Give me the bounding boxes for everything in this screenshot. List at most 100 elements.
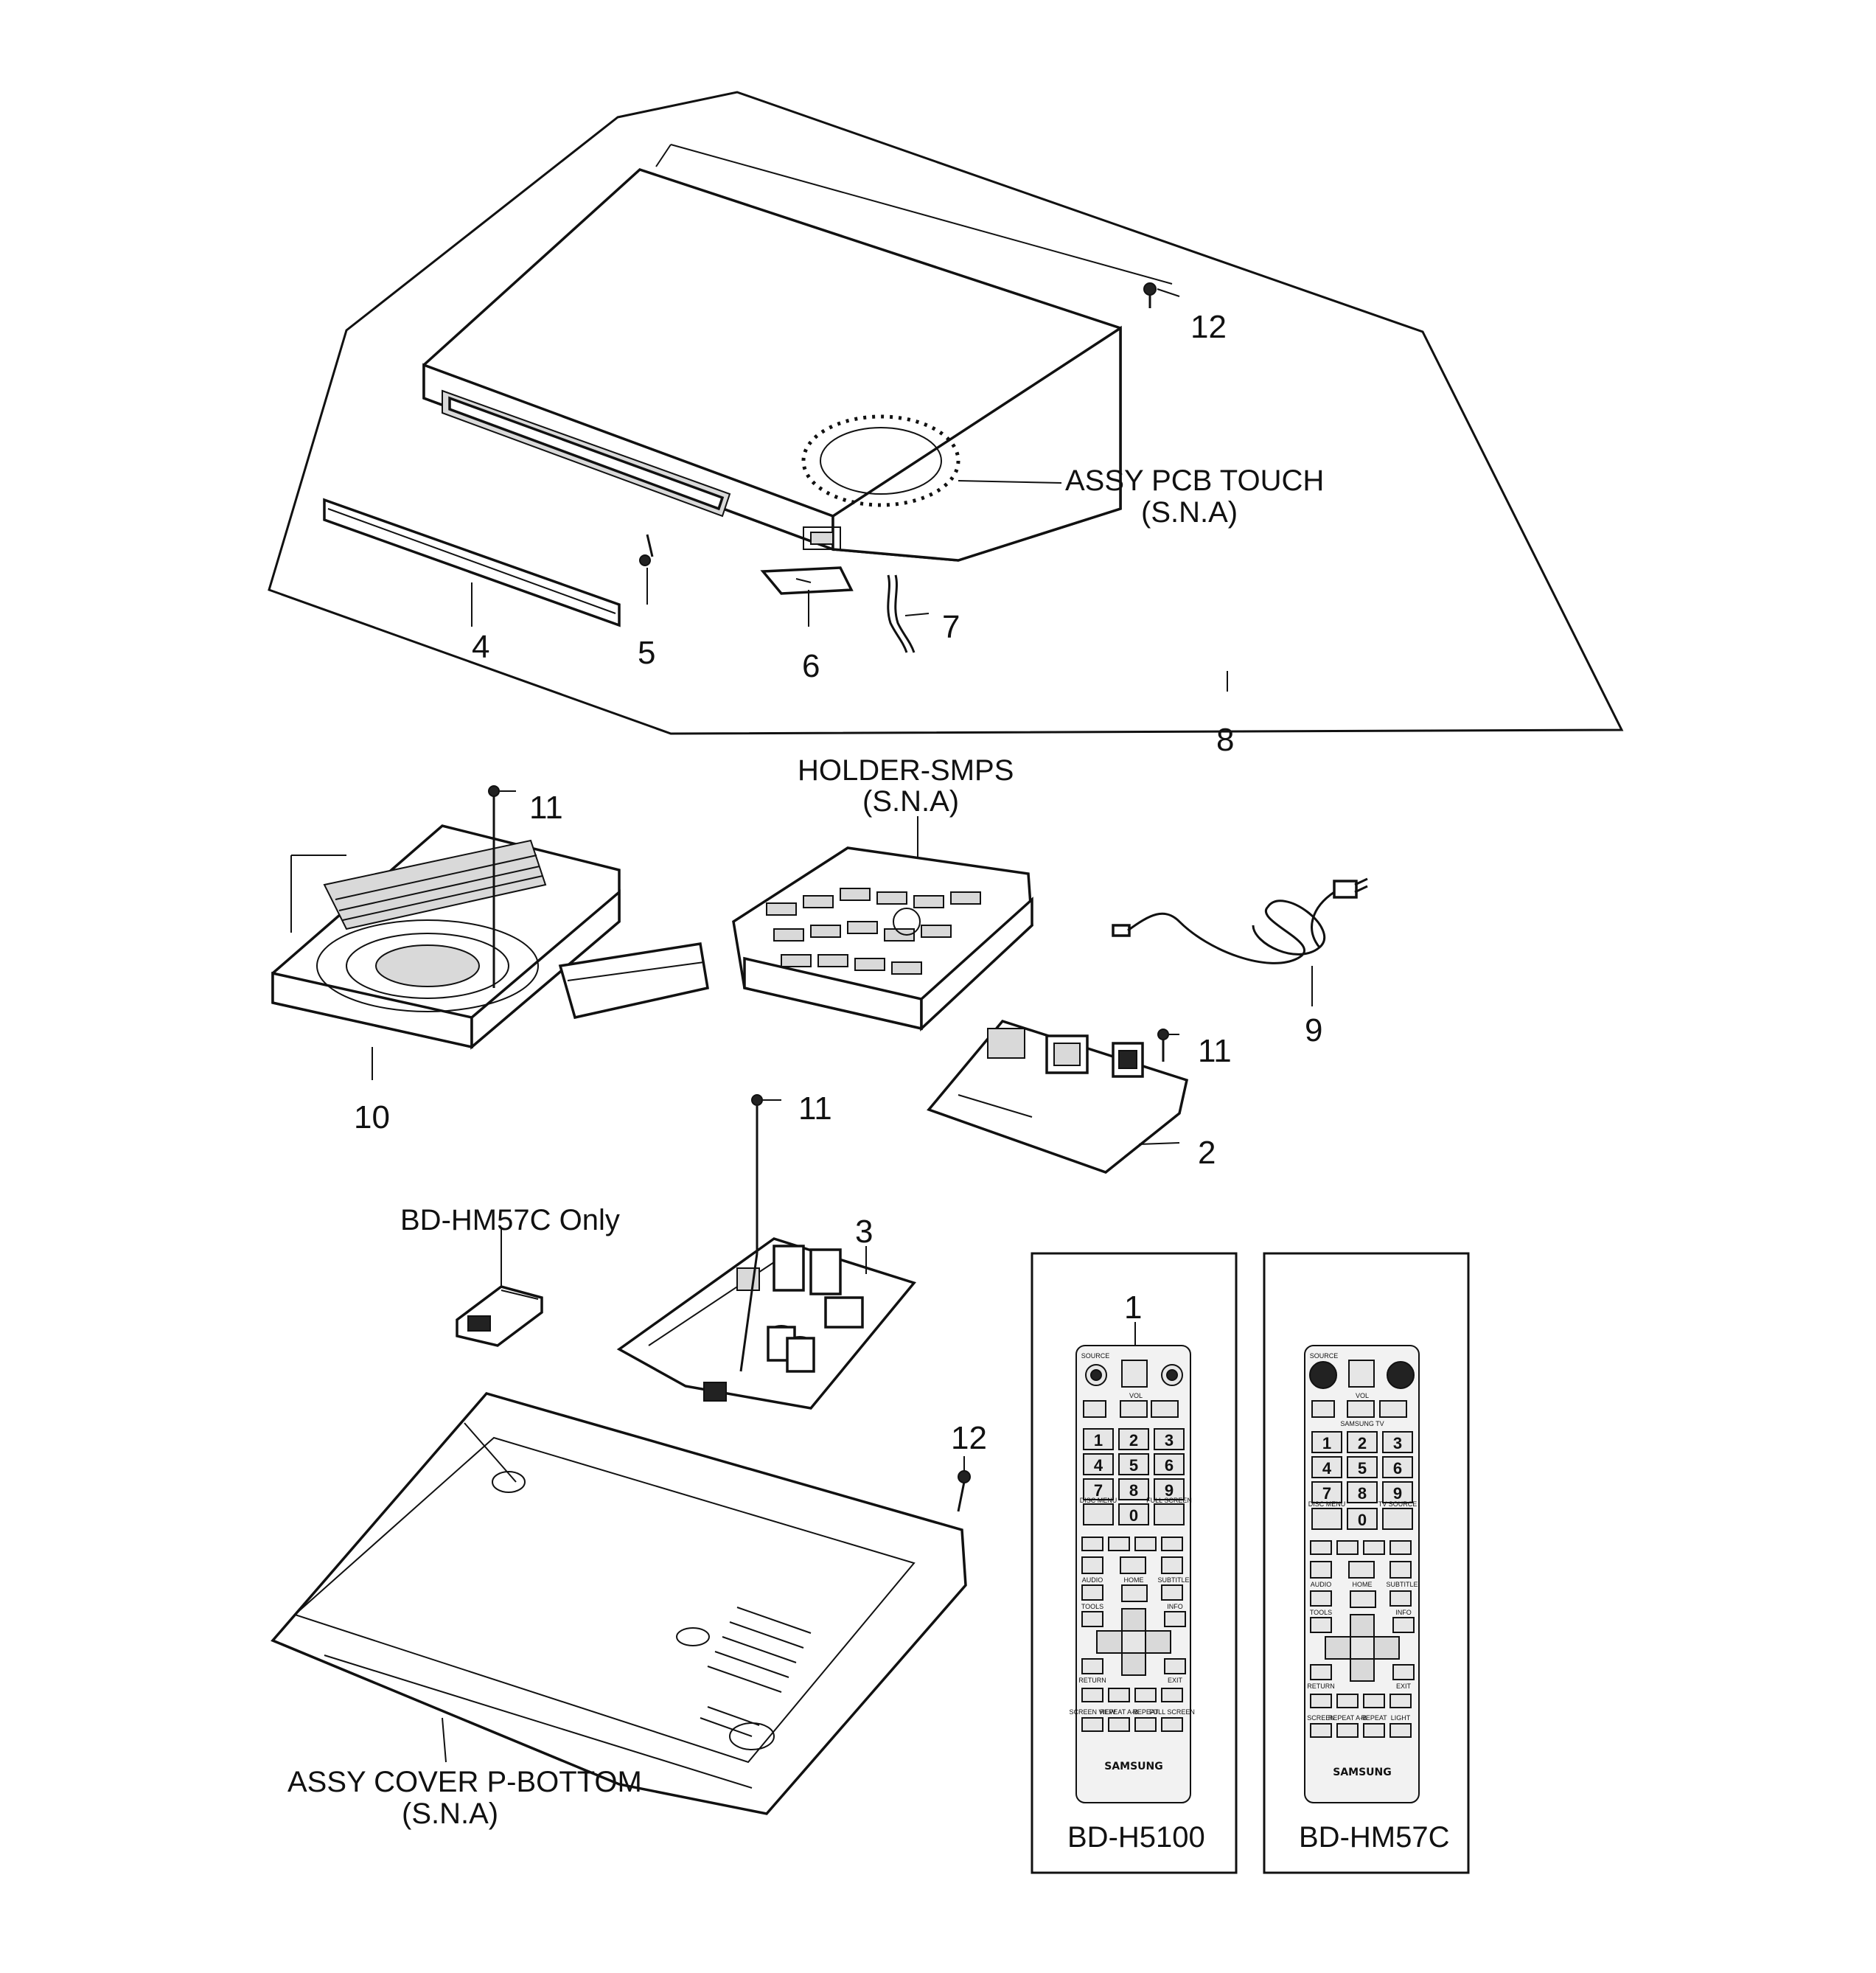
hm-sub-label-2: REPEAT A-B <box>1328 1714 1367 1722</box>
disc-menu-label: DISC MENU <box>1080 1497 1117 1504</box>
hm-key-7-label: 7 <box>1322 1484 1331 1503</box>
hm-key-8-label: 8 <box>1358 1484 1367 1503</box>
info-label: INFO <box>1167 1603 1183 1610</box>
hm-key-2-label: 2 <box>1358 1434 1367 1452</box>
part-12-screw-bottom <box>957 1456 971 1512</box>
top-cover-unit <box>422 144 1173 562</box>
callout-8: 8 <box>1216 722 1234 758</box>
hm-exit-label: EXIT <box>1396 1683 1412 1690</box>
key-2 <box>1118 1428 1149 1450</box>
part-5-pin <box>639 534 654 605</box>
callout-6: 6 <box>802 648 820 684</box>
part-11-screw-b <box>1157 1029 1179 1062</box>
hm-key-1-label: 1 <box>1322 1434 1331 1452</box>
key-9 <box>1154 1478 1185 1500</box>
label-cover-bottom-sna: (S.N.A) <box>402 1798 498 1830</box>
remote-box-hm57c <box>1263 1252 1470 1874</box>
remote-box-h5100 <box>1031 1252 1238 1874</box>
label-hm57c-only: BD-HM57C Only <box>400 1204 620 1236</box>
key-6 <box>1154 1453 1185 1475</box>
hm-sub-label-3: REPEAT <box>1361 1714 1387 1722</box>
part-3-smps-board <box>616 1237 916 1410</box>
callout-4: 4 <box>472 629 489 665</box>
samsung-logo-hm57c: SAMSUNG <box>1333 1767 1392 1778</box>
part-11-screw-a <box>488 785 516 988</box>
hm-key-3-label: 3 <box>1393 1434 1402 1452</box>
hm-home-label: HOME <box>1353 1581 1373 1588</box>
key-0-label: 0 <box>1129 1506 1138 1525</box>
top-cover-assembly-outline <box>268 91 1624 735</box>
callout-10: 10 <box>354 1099 390 1135</box>
key-8-label: 8 <box>1129 1481 1138 1500</box>
hm-key-6-label: 6 <box>1393 1459 1402 1478</box>
callout-11-board: 11 <box>1198 1033 1232 1069</box>
numeric-keypad-h5100: 1 2 3 4 5 6 7 8 9 0 <box>1083 1428 1185 1525</box>
hm-key-5-label: 5 <box>1358 1459 1367 1478</box>
sub-label-4: FULL SCREEN <box>1149 1708 1195 1716</box>
key-7-label: 7 <box>1094 1481 1103 1500</box>
hm-tv-source-label: TV SOURCE <box>1378 1500 1418 1508</box>
remote-h5100: 1 2 3 4 5 6 7 8 9 0 SOURCE VOL DISC MENU… <box>1069 1345 1195 1803</box>
key-1-label: 1 <box>1094 1431 1103 1450</box>
key-2-label: 2 <box>1129 1431 1138 1450</box>
hm-key-0-label: 0 <box>1358 1511 1367 1529</box>
key-6-label: 6 <box>1165 1456 1174 1475</box>
source-label: SOURCE <box>1081 1352 1110 1360</box>
key-0 <box>1118 1503 1149 1525</box>
part-10-disc-drive <box>271 824 709 1080</box>
remote-hm57c: SAMSUNG TV 1 2 3 4 5 6 7 8 9 0 SOURCE <box>1304 1345 1420 1803</box>
hm57c-only-module <box>456 1228 543 1347</box>
key-1 <box>1083 1428 1114 1450</box>
subtitle-label: SUBTITLE <box>1157 1576 1189 1584</box>
label-holder-smps: HOLDER-SMPS <box>798 754 1014 787</box>
callout-11-drive: 11 <box>529 790 563 826</box>
sub-label-3: REPEAT <box>1132 1708 1159 1716</box>
callout-7: 7 <box>942 609 960 645</box>
home-label: HOME <box>1124 1576 1144 1584</box>
key-3 <box>1154 1428 1185 1450</box>
key-7 <box>1083 1478 1114 1500</box>
key-3-label: 3 <box>1165 1431 1174 1450</box>
part-9-power-cord <box>1112 877 1368 1006</box>
part-6-bracket <box>760 566 854 627</box>
key-5-label: 5 <box>1129 1456 1138 1475</box>
hm-key-9-label: 9 <box>1393 1484 1402 1503</box>
hm-sub-label-4: LIGHT <box>1391 1714 1411 1722</box>
hm-info-label: INFO <box>1395 1609 1412 1616</box>
hm-audio-label: AUDIO <box>1311 1581 1332 1588</box>
hm-tools-label: TOOLS <box>1310 1609 1332 1616</box>
remote-model-hm57c: BD-HM57C <box>1299 1821 1449 1854</box>
sub-label-2: REPEAT A-B <box>1100 1708 1138 1716</box>
callout-11-smps: 11 <box>798 1090 832 1127</box>
label-pcb-touch-sna: (S.N.A) <box>1141 496 1238 529</box>
key-4 <box>1083 1453 1114 1475</box>
full-screen-label: FULL SCREEN <box>1146 1497 1192 1504</box>
key-9-label: 9 <box>1165 1481 1174 1500</box>
callout-5: 5 <box>638 635 655 671</box>
sub-label-1: SCREEN VIEW <box>1069 1708 1116 1716</box>
vol-label: VOL <box>1129 1392 1143 1399</box>
label-pcb-touch: ASSY PCB TOUCH <box>1065 464 1324 497</box>
key-5 <box>1118 1453 1149 1475</box>
exit-label: EXIT <box>1168 1677 1183 1684</box>
part-7-cable <box>887 574 930 653</box>
hm-key-4-label: 4 <box>1322 1459 1332 1478</box>
callout-2: 2 <box>1198 1135 1216 1171</box>
return-label: RETURN <box>1078 1677 1106 1684</box>
dpad-hm57c <box>1310 1614 1415 1682</box>
part-11-screw-c <box>739 1094 781 1372</box>
bottom-cover <box>271 1392 967 1815</box>
numeric-keypad-hm57c: 1 2 3 4 5 6 7 8 9 0 <box>1311 1431 1413 1530</box>
callout-1: 1 <box>1124 1290 1142 1326</box>
tools-label: TOOLS <box>1081 1603 1103 1610</box>
audio-label: AUDIO <box>1082 1576 1103 1584</box>
part-2-board <box>927 1019 1189 1174</box>
hm-subtitle-label: SUBTITLE <box>1386 1581 1418 1588</box>
remote-model-h5100: BD-H5100 <box>1067 1821 1205 1854</box>
label-cover-bottom: ASSY COVER P-BOTTOM <box>287 1766 642 1798</box>
hm-disc-menu-label: DISC MENU <box>1308 1500 1346 1508</box>
key-8 <box>1118 1478 1149 1500</box>
callout-9: 9 <box>1305 1012 1322 1048</box>
dpad-h5100 <box>1081 1608 1186 1676</box>
